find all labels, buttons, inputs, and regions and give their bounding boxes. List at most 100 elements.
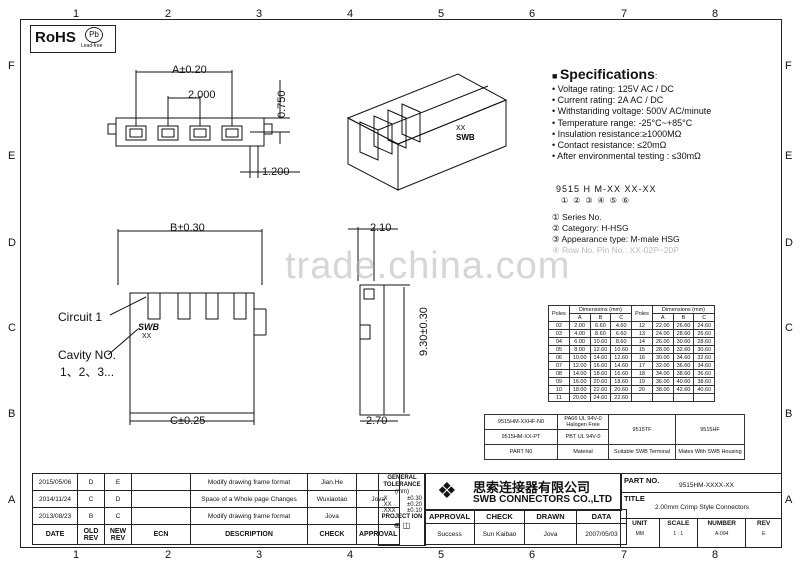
table-cell: 32.60 [672, 345, 695, 354]
part-number-markers: ①②③④⑤⑥ [561, 196, 635, 205]
company-name-en: SWB CONNECTORS CO.,LTD [473, 494, 613, 505]
table-cell: 16 [631, 353, 653, 362]
cavity-numbers: 1、2、3... [60, 365, 115, 379]
col-label: 2 [165, 8, 172, 20]
table-cell: 20 [631, 385, 653, 394]
table-cell: 24.00 [651, 329, 674, 338]
iso-xx: XX [456, 125, 466, 132]
company-name-cn: 思索连接器有限公司 [473, 480, 591, 495]
table-cell: 06 [548, 353, 570, 362]
col-label: 2 [165, 549, 172, 561]
table-cell: 20.60 [589, 377, 612, 386]
table-cell: 30.60 [672, 337, 695, 346]
table-cell: 32.60 [693, 353, 716, 362]
row-label: C [8, 322, 16, 334]
row-label: E [785, 150, 793, 162]
table-cell: 6.60 [610, 329, 633, 338]
table-cell: 8.00 [568, 345, 591, 354]
explanation-item: ③ Appearance type: M-male HSG [552, 234, 680, 244]
projection-icon: ⊕ ◫ [393, 521, 411, 530]
col-label: 5 [438, 549, 445, 561]
table-cell: 4.00 [568, 329, 591, 338]
table-row: PART N0 Material Suitable SWB Terminal M… [484, 444, 745, 460]
table-header: A [568, 313, 591, 322]
table-cell: 14.60 [610, 361, 633, 370]
table-cell [651, 393, 674, 402]
table-cell: 05 [548, 345, 570, 354]
spec-item: Insulation resistance:≥1000MΩ [552, 129, 711, 140]
tolerance-block: GENERAL TOLERANCE (mm) .X±0.30 .XX±0.20 … [378, 473, 426, 546]
watermark: trade.china.com [285, 245, 571, 287]
table-cell: 14.00 [568, 369, 591, 378]
dimensions-table: Poles Dimensions (mm) Poles Dimensions (… [548, 305, 716, 402]
col-label: 6 [529, 549, 536, 561]
table-cell: 42.60 [672, 385, 695, 394]
rohs-text: RoHS [35, 29, 76, 46]
table-cell: 12.60 [589, 345, 612, 354]
col-label: 1 [73, 8, 80, 20]
front-logo: SWB [138, 322, 159, 332]
table-cell: 26.60 [693, 329, 716, 338]
table-header: B [589, 313, 612, 322]
table-header: Dimensions (mm) [651, 305, 716, 314]
table-header: Dimensions (mm) [568, 305, 633, 314]
table-cell: 40.60 [672, 377, 695, 386]
material-table: 9515HM-XXHF-N0 PA66 UL 94V-0 Halogen Fre… [484, 414, 745, 460]
iso-logo: SWB [456, 133, 475, 142]
dim-width: 1.200 [262, 166, 290, 178]
row-label: B [8, 408, 16, 420]
table-cell: 24.60 [589, 393, 612, 402]
table-cell: 16.60 [589, 361, 612, 370]
pb-icon: Pb [85, 27, 103, 43]
spec-list: Voltage rating: 125V AC / DC Current rat… [552, 84, 711, 162]
table-cell: 19 [631, 377, 653, 386]
drawing-title: 2.00mm Crimp Style Connectors [655, 504, 749, 511]
table-cell [693, 393, 716, 402]
spec-item: Current rating: 2A AC / DC [552, 95, 711, 106]
col-label: 3 [256, 8, 263, 20]
dim-total-height: 9.30±0.30 [418, 307, 430, 356]
table-cell: 34.00 [651, 369, 674, 378]
table-cell: 18.00 [568, 385, 591, 394]
spec-item: Temperature range: -25°C~+85°C [552, 118, 711, 129]
part-number-code: 9515 H M-XX XX-XX [556, 184, 657, 194]
table-cell: 13 [631, 329, 653, 338]
explanation-item: ② Category: H-HSG [552, 223, 629, 233]
col-label: 1 [73, 549, 80, 561]
title-block: PART NO. 9515HM-XXXX-XX TITLE 2.00mm Cri… [620, 473, 782, 548]
row-label: D [785, 237, 793, 249]
table-header: Poles [548, 305, 570, 322]
table-cell: 12 [631, 321, 653, 330]
row-label: B [785, 408, 793, 420]
table-header: A [651, 313, 674, 322]
table-cell: 18 [631, 369, 653, 378]
table-cell: 30.60 [693, 345, 716, 354]
table-cell: 10.00 [568, 353, 591, 362]
table-cell: 08 [548, 369, 570, 378]
table-cell: 6.00 [568, 337, 591, 346]
row-label: A [8, 494, 16, 506]
specs-title: ■ Specifications: [552, 66, 658, 82]
table-cell: 04 [548, 337, 570, 346]
row-label: C [785, 322, 793, 334]
col-label: 6 [529, 8, 536, 20]
table-cell: 22.00 [651, 321, 674, 330]
spec-item: Voltage rating: 125V AC / DC [552, 84, 711, 95]
table-cell: 4.60 [610, 321, 633, 330]
table-cell: 26.00 [651, 337, 674, 346]
table-cell: 09 [548, 377, 570, 386]
dim-pitch: 2.000 [188, 89, 216, 101]
circuit-label: Circuit 1 [58, 310, 103, 324]
table-cell: 03 [548, 329, 570, 338]
drawing-frame [20, 19, 782, 548]
front-xx: XX [142, 333, 152, 340]
